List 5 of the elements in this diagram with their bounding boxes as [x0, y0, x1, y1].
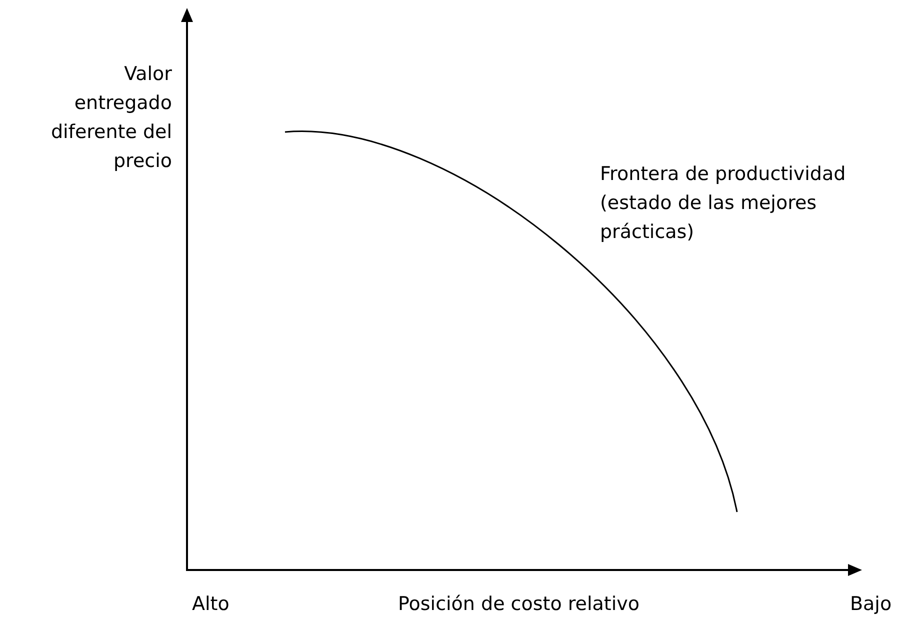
curve-label: Frontera de productividad (estado de las mejores prácticas) — [600, 162, 847, 245]
axis-title: Valor entregado diferente del precio — [50, 62, 172, 174]
axis-end-label: Bajo — [850, 592, 893, 617]
axis-end-label: Alto — [192, 592, 230, 617]
axis-title: Posición de costo relativo — [398, 592, 640, 617]
